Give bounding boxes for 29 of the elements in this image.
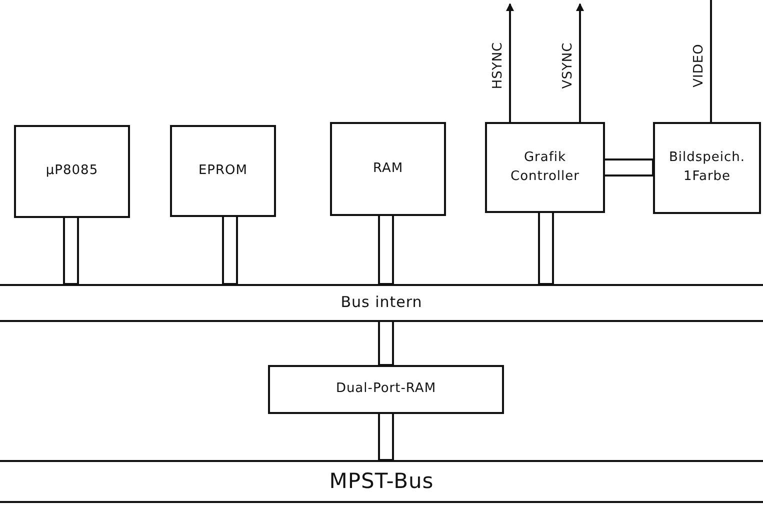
node-label: Dual-Port-RAM <box>336 380 436 398</box>
node-label: µP8085 <box>46 162 98 180</box>
bus-connector <box>378 413 394 461</box>
bus-connector <box>222 216 238 285</box>
signal-arrow <box>506 3 514 122</box>
bus-connector <box>378 215 394 285</box>
component-box <box>485 122 605 213</box>
bus-connector <box>604 158 654 176</box>
node-label: Bildspeich. 1Farbe <box>668 149 746 186</box>
node-label: MPST-Bus <box>329 468 434 496</box>
bus-connector <box>63 217 79 285</box>
node-label: Grafik Controller <box>510 148 580 186</box>
bus-connector <box>538 212 554 285</box>
bus-band <box>0 284 763 322</box>
bus-connector <box>378 321 394 366</box>
component-box <box>653 122 761 214</box>
node-label: EPROM <box>198 162 248 180</box>
component-box <box>330 122 446 216</box>
signal-label: VSYNC <box>560 41 576 90</box>
component-box <box>268 365 504 414</box>
component-box <box>170 125 276 217</box>
component-box <box>14 125 130 218</box>
signal-line <box>710 0 712 122</box>
signal-arrow <box>576 3 584 122</box>
node-label: RAM <box>372 160 404 178</box>
node-label: Bus intern <box>340 292 422 314</box>
bus-band <box>0 460 763 503</box>
signal-label: VIDEO <box>692 42 706 90</box>
signal-label: HSYNC <box>490 40 506 90</box>
